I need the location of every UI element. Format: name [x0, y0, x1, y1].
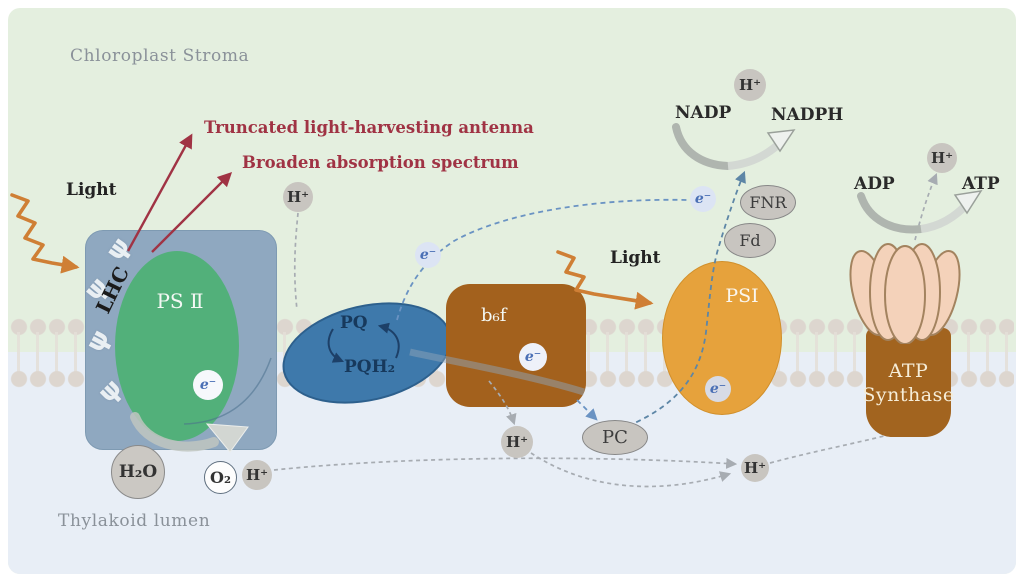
- h-plus-circle-lumen-mid: H⁺: [741, 454, 769, 482]
- water-split-arrowhead: [205, 423, 249, 453]
- proton-path-stroma-to-pq: [293, 212, 299, 311]
- electron-path-pc-psi-nadp: [627, 170, 746, 427]
- psii-inner-electron-arc: [183, 357, 272, 425]
- nadp-label: NADP: [675, 103, 732, 123]
- electron-circle-psii: e⁻: [193, 370, 223, 400]
- adp-arrow-solid: [857, 192, 925, 234]
- adp-label: ADP: [854, 174, 895, 194]
- light-wave-arrow-psi: [556, 250, 654, 310]
- electron-circle-b6f: e⁻: [519, 343, 547, 371]
- proton-path-synthase-to-stroma: [914, 172, 938, 241]
- electron-circle-fnr: e⁻: [690, 186, 716, 212]
- pq-cycle-arrow-up: [377, 322, 400, 359]
- proton-path-b6f-to-mid: [530, 452, 732, 488]
- electron-path-pq-to-fnr: [396, 198, 689, 321]
- atp-synthase-label-line2: Synthase: [862, 383, 955, 406]
- adp-arrow-light: [920, 200, 971, 233]
- proton-path-psii-to-mid: [273, 457, 738, 471]
- lumen-label: Thylakoid lumen: [58, 511, 211, 531]
- stroma-label: Chloroplast Stroma: [70, 46, 250, 66]
- light-label-left: Light: [66, 180, 117, 200]
- h-plus-circle-b6f: H⁺: [501, 426, 533, 458]
- annotation-arrow-broaden: [151, 171, 233, 253]
- nadp-arrow-light: [727, 140, 783, 170]
- atp-arrowhead: [953, 190, 983, 215]
- pq-label: PQ: [340, 313, 368, 333]
- fnr-ellipse: FNR: [740, 185, 796, 220]
- pqh2-label: PQH₂: [344, 357, 396, 377]
- atp-synthase-stalk: ATP Synthase: [862, 328, 954, 437]
- h2o-circle: H₂O: [111, 445, 165, 499]
- water-split-arrow: [130, 412, 219, 452]
- psii-label: PS Ⅱ: [156, 289, 204, 313]
- light-wave-arrow-psii: [10, 193, 80, 274]
- electron-circle-arc: e⁻: [415, 242, 441, 268]
- electron-ribbon: [409, 348, 586, 396]
- electron-path-b6f-to-pc: [576, 399, 598, 421]
- psii-core-ellipse: [115, 251, 239, 441]
- pq-cycle-arrow-down: [327, 328, 345, 363]
- proton-path-mid-to-synthase: [769, 435, 885, 464]
- synthase-lobe: [884, 245, 926, 344]
- light-label-right: Light: [610, 248, 661, 268]
- annotation-truncated-label: Truncated light-harvesting antenna: [204, 118, 534, 137]
- annotation-arrow-truncated: [126, 133, 193, 252]
- h-plus-circle-stroma-psii: H⁺: [283, 182, 313, 212]
- atp-synthase-label-line1: ATP: [888, 359, 929, 382]
- o2-circle: O₂: [204, 461, 237, 494]
- nadph-label: NADPH: [771, 105, 844, 125]
- nadph-arrowhead: [766, 129, 796, 153]
- atp-synthase-head: [849, 243, 961, 344]
- h-plus-circle-atp: H⁺: [927, 143, 957, 173]
- annotation-broaden-label: Broaden absorption spectrum: [242, 153, 519, 172]
- electron-circle-psi: e⁻: [705, 376, 731, 402]
- atp-label: ATP: [962, 174, 1000, 194]
- psi-label: PSⅠ: [725, 285, 759, 307]
- b6f-label: b₆f: [481, 305, 507, 326]
- h-plus-circle-lumen-psii: H⁺: [242, 460, 272, 490]
- nadp-arrow-solid: [672, 123, 732, 170]
- proton-path-b6f-to-lumen: [488, 380, 517, 426]
- fd-ellipse: Fd: [724, 223, 776, 258]
- pc-ellipse: PC: [582, 420, 648, 455]
- h-plus-circle-nadp: H⁺: [734, 69, 766, 101]
